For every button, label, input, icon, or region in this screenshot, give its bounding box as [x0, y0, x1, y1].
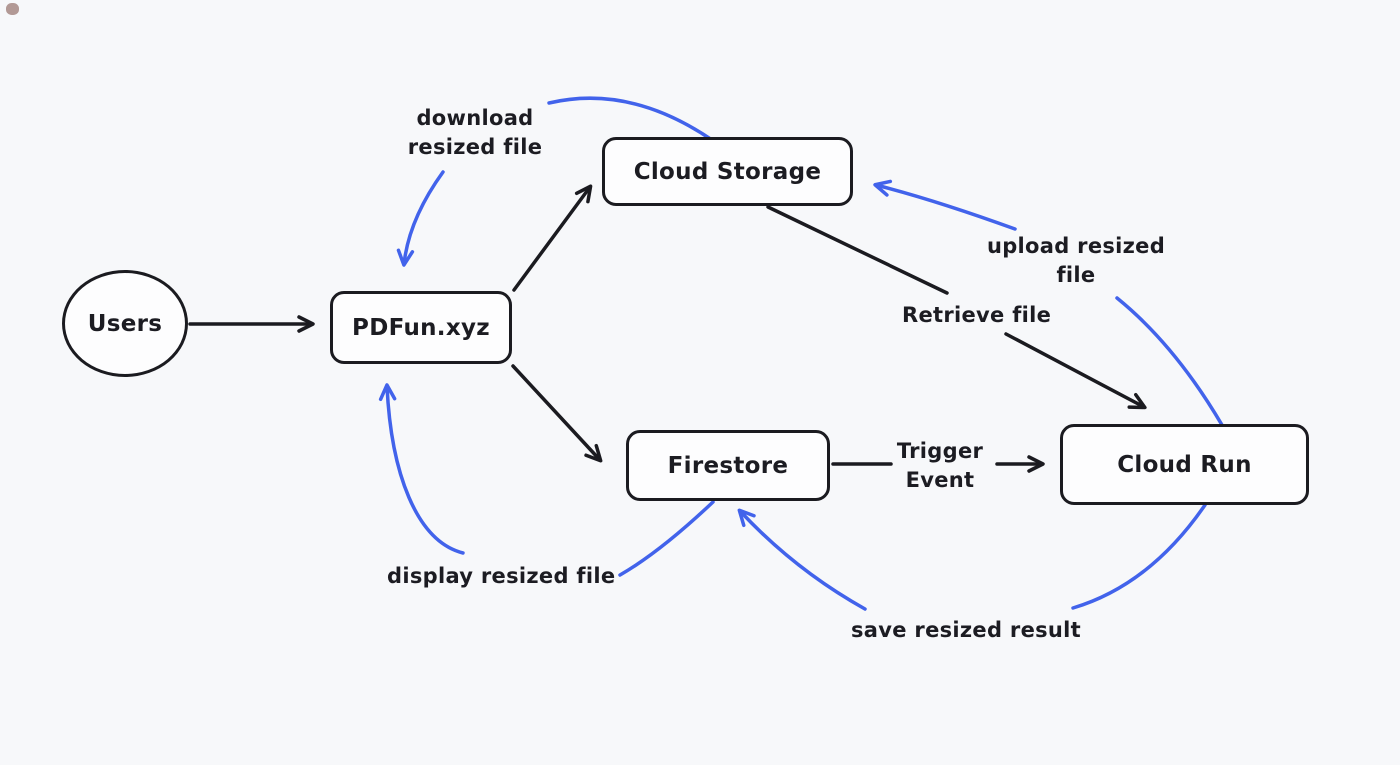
edge-label-save-resized-result: save resized result [851, 618, 1082, 642]
edge-label-retrieve-file: Retrieve file [902, 303, 1052, 327]
node-cloud-storage: Cloud Storage [602, 137, 853, 206]
node-cloud-storage-label: Cloud Storage [633, 158, 822, 185]
edge-upload-segment-2 [873, 179, 1017, 231]
edge-pdfun-to-firestore [511, 364, 603, 463]
node-cloud-run: Cloud Run [1060, 424, 1309, 505]
edge-download-segment-1 [547, 96, 714, 142]
edge-display-segment-2 [378, 383, 465, 555]
node-firestore: Firestore [626, 430, 830, 501]
corner-artifact [6, 3, 19, 15]
node-pdfun-label: PDFun.xyz [352, 314, 490, 341]
node-cloud-run-label: Cloud Run [1117, 451, 1252, 478]
node-users-label: Users [87, 310, 163, 337]
edge-upload-segment-1 [1115, 296, 1224, 427]
edge-save-segment-1 [1071, 503, 1207, 610]
edge-label-download-resized-file: download resized file [407, 106, 543, 159]
node-users: Users [62, 270, 188, 377]
edge-pdfun-to-cloud-storage [512, 184, 593, 292]
edge-save-segment-2 [737, 508, 867, 611]
edge-display-segment-1 [618, 500, 715, 577]
edge-label-display-resized-file: display resized file [387, 564, 616, 588]
node-pdfun: PDFun.xyz [330, 291, 512, 364]
edge-retrieve-file-segment-1 [766, 205, 949, 295]
node-firestore-label: Firestore [667, 452, 789, 479]
edge-download-segment-2 [396, 170, 445, 267]
edge-retrieve-file-segment-2 [1004, 332, 1147, 410]
edge-label-upload-resized-file: upload resized file [986, 234, 1166, 287]
edge-label-trigger-event: Trigger Event [896, 439, 984, 492]
